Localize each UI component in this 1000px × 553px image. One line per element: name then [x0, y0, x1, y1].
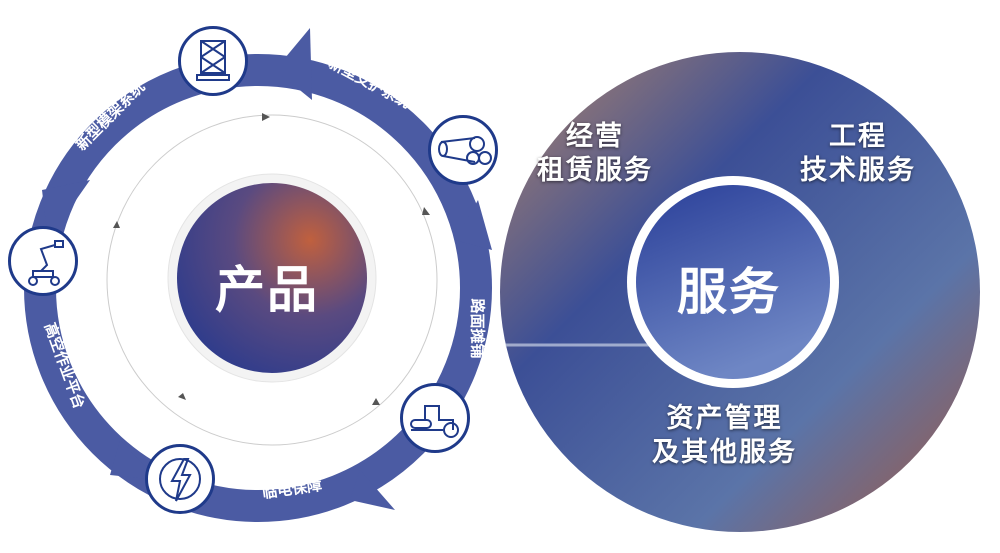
service-asset-line1: 资产管理	[666, 403, 783, 434]
small-arrow	[372, 398, 380, 405]
services-center-circle	[636, 185, 830, 379]
small-arrow	[262, 113, 270, 121]
service-engineering: 工程 技术服务	[800, 120, 916, 188]
services-center-label: 服务	[677, 263, 781, 321]
arrow-head	[455, 200, 492, 250]
product-center-label: 产品	[215, 261, 319, 319]
service-leasing-line2: 租赁服务	[537, 155, 653, 186]
segment-label-paving: 路面摊铺	[468, 298, 487, 359]
arrow-head	[42, 180, 90, 240]
road-roller-icon	[400, 383, 470, 453]
small-arrow	[113, 221, 120, 228]
product-center-circle	[177, 183, 367, 373]
arrow-head	[275, 28, 312, 100]
service-asset-line2: 及其他服务	[652, 437, 797, 468]
service-asset-management: 资产管理 及其他服务	[652, 402, 797, 470]
lightning-icon	[145, 444, 215, 514]
pipe-bundle-icon	[428, 115, 498, 185]
small-arrow	[422, 207, 430, 215]
scaffold-icon	[178, 26, 248, 96]
boom-lift-icon	[8, 226, 78, 296]
small-arrow	[178, 393, 186, 400]
service-engineering-line1: 工程	[829, 121, 887, 152]
arrow-head	[350, 470, 395, 510]
service-leasing-line1: 经营	[566, 121, 624, 152]
service-engineering-line2: 技术服务	[800, 155, 916, 186]
service-leasing: 经营 租赁服务	[537, 120, 653, 188]
inner-cycle-ring	[106, 114, 438, 446]
